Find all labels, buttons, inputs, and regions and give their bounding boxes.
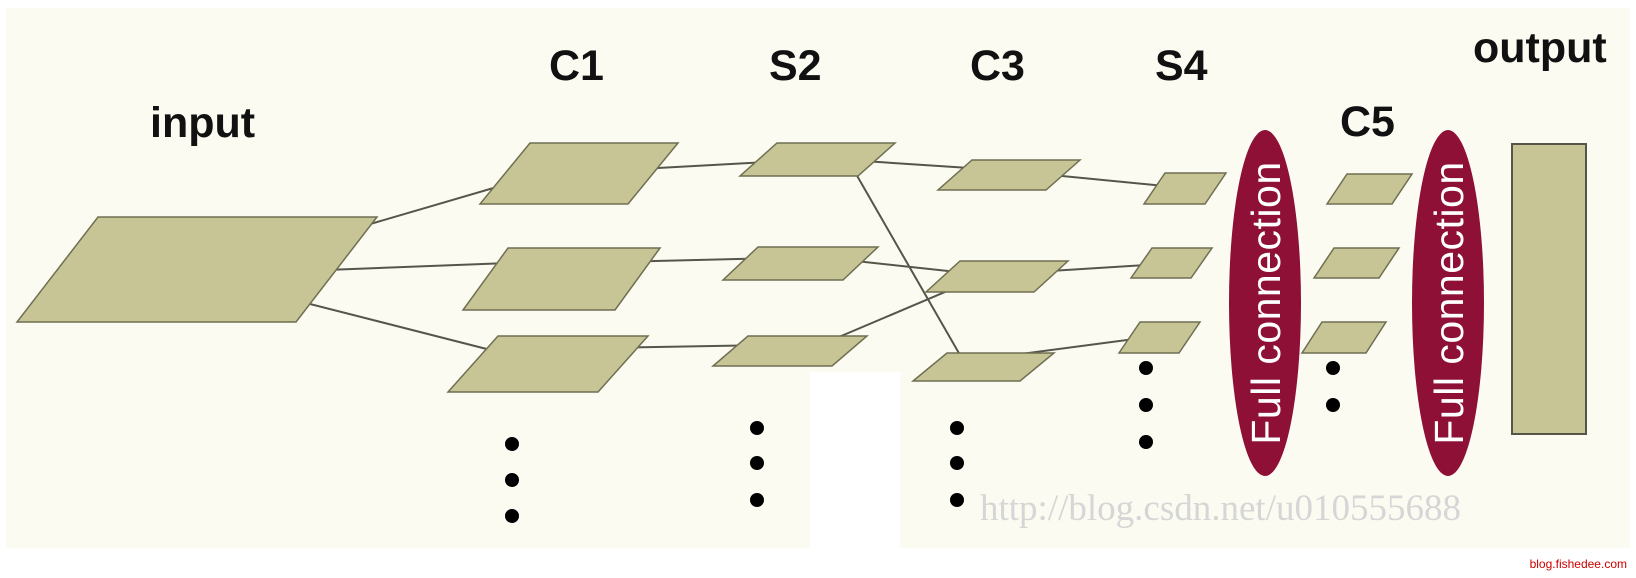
c5-unit-3 xyxy=(1300,321,1388,354)
c5-label: C5 xyxy=(1340,98,1395,146)
c1-map-2 xyxy=(461,247,662,311)
full-connection-2-label: Full connection xyxy=(1426,161,1472,444)
credit-link[interactable]: blog.fishedee.com xyxy=(1530,557,1627,571)
output-label: output xyxy=(1473,24,1607,72)
s4-map-2 xyxy=(1129,247,1214,279)
c3-map-2 xyxy=(924,260,1070,293)
input-map xyxy=(15,216,379,323)
c1-map-1 xyxy=(478,142,680,205)
full-connection-2 xyxy=(1412,130,1484,476)
s2-map-1 xyxy=(738,142,897,177)
s2-map-2 xyxy=(721,246,880,281)
ellipsis-dots xyxy=(505,361,1340,523)
input-label: input xyxy=(150,99,255,147)
c1-map-3 xyxy=(446,335,650,393)
s4-map-1 xyxy=(1142,172,1228,205)
s2-label: S2 xyxy=(769,42,822,90)
c3-label: C3 xyxy=(970,42,1025,90)
full-connection-1 xyxy=(1229,130,1301,476)
full-connection-1-label: Full connection xyxy=(1243,161,1289,444)
watermark-gap xyxy=(810,372,900,548)
s4-label: S4 xyxy=(1155,42,1208,90)
s4-map-3 xyxy=(1117,321,1202,354)
c3-map-3 xyxy=(910,352,1057,382)
output-box xyxy=(1511,143,1587,435)
s2-map-3 xyxy=(710,335,870,367)
c3-map-1 xyxy=(936,159,1082,191)
c5-unit-2 xyxy=(1312,247,1401,279)
c5-unit-1 xyxy=(1325,173,1414,205)
c1-label: C1 xyxy=(549,42,604,90)
watermark: http://blog.csdn.net/u010555688 xyxy=(980,488,1461,529)
